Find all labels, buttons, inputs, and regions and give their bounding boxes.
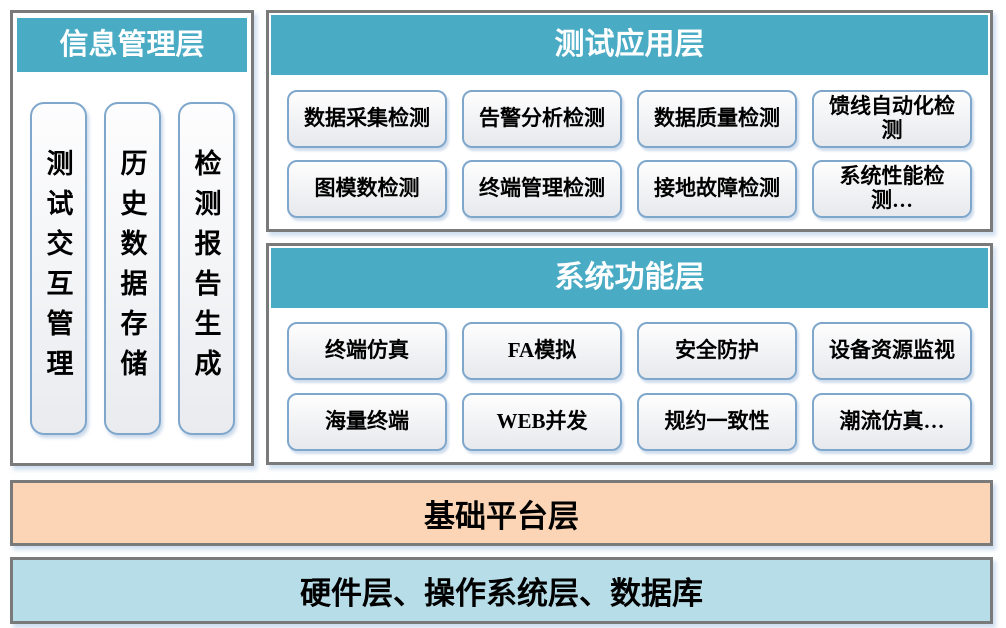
test-application-title: 测试应用层 (271, 15, 988, 75)
pill-historical-data-storage: 历史数据存储 (103, 102, 161, 435)
module-protocol-conformance: 规约一致性 (637, 393, 797, 451)
info-management-title: 信息管理层 (17, 18, 247, 72)
module-fa-simulation: FA模拟 (462, 322, 622, 380)
module-massive-terminals: 海量终端 (287, 393, 447, 451)
module-terminal-simulation: 终端仿真 (287, 322, 447, 380)
module-device-resource-monitoring: 设备资源监视 (812, 322, 972, 380)
basic-platform-bar: 基础平台层 (10, 480, 993, 546)
pill-test-interaction-management: 测试交互管理 (29, 102, 87, 435)
module-power-flow-simulation: 潮流仿真… (812, 393, 972, 451)
system-function-grid: 终端仿真 FA模拟 安全防护 设备资源监视 海量终端 WEB并发 规约一致性 潮… (269, 308, 990, 451)
system-function-panel: 系统功能层 终端仿真 FA模拟 安全防护 设备资源监视 海量终端 WEB并发 规… (266, 243, 993, 465)
module-graph-model-data-test: 图模数检测 (287, 160, 447, 218)
module-data-quality-test: 数据质量检测 (637, 90, 797, 148)
test-application-panel: 测试应用层 数据采集检测 告警分析检测 数据质量检测 馈线自动化检测 图模数检测… (266, 10, 993, 232)
module-security-protection: 安全防护 (637, 322, 797, 380)
info-management-pill-row: 测试交互管理 历史数据存储 检测报告生成 (13, 102, 251, 435)
module-web-concurrency: WEB并发 (462, 393, 622, 451)
module-feeder-automation-test: 馈线自动化检测 (812, 90, 972, 148)
info-management-panel: 信息管理层 测试交互管理 历史数据存储 检测报告生成 (10, 10, 254, 466)
module-ground-fault-test: 接地故障检测 (637, 160, 797, 218)
pill-report-generation: 检测报告生成 (177, 102, 235, 435)
module-alarm-analysis-test: 告警分析检测 (462, 90, 622, 148)
module-data-collection-test: 数据采集检测 (287, 90, 447, 148)
module-system-performance-test: 系统性能检测… (812, 160, 972, 218)
test-application-grid: 数据采集检测 告警分析检测 数据质量检测 馈线自动化检测 图模数检测 终端管理检… (269, 75, 990, 218)
module-terminal-management-test: 终端管理检测 (462, 160, 622, 218)
hardware-os-database-bar: 硬件层、操作系统层、数据库 (10, 557, 993, 624)
system-function-title: 系统功能层 (271, 248, 988, 308)
